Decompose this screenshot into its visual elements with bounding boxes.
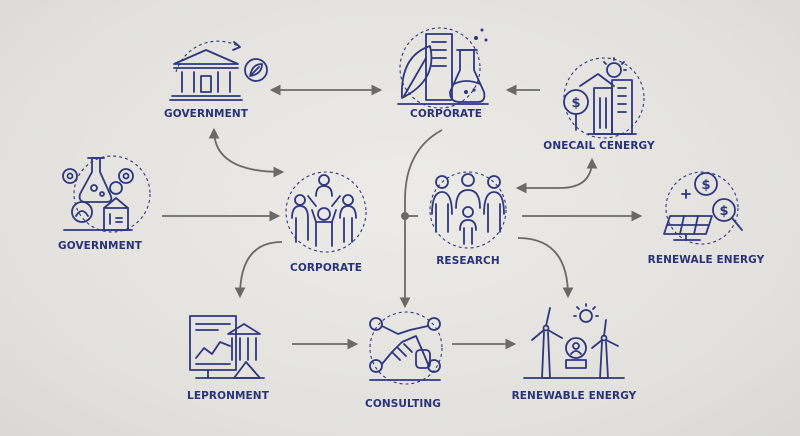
family-group-icon: [429, 171, 507, 249]
arrow-research-to-onecail: [515, 157, 598, 194]
connectors: [162, 84, 643, 350]
lab-research-icon: [62, 155, 151, 233]
label-government-top: GOVERNMENT: [163, 108, 249, 120]
svg-text:$: $: [571, 96, 580, 111]
team-people-icon: [285, 171, 367, 253]
arrow-corporate-mid-to-lepronment: [234, 241, 283, 299]
label-renewable-energy: RENEWABLE ENERGY: [511, 390, 637, 402]
handshake-icon: [369, 311, 443, 385]
solar-finance-icon: $ $: [663, 171, 743, 245]
label-research: RESEARCH: [436, 255, 500, 267]
label-government-left: GOVERNMENT: [57, 240, 143, 252]
label-corporate-mid: CORPORATE: [290, 262, 362, 274]
label-corporate-top: CORPORATE: [410, 108, 482, 120]
svg-text:$: $: [719, 204, 728, 219]
label-renewale-energy: RENEWALE ENERGY: [647, 254, 765, 266]
government-building-icon: [169, 40, 268, 101]
label-lepronment: LEPRONMENT: [187, 390, 269, 402]
arrow-corporate-to-consulting: [399, 129, 443, 309]
arrow-government-to-corporate-mid: [208, 127, 285, 178]
wind-turbine-icon: [523, 303, 625, 379]
label-onecail-cenergy: ONECAIL CENERGY: [543, 140, 655, 152]
report-building-icon: [189, 315, 265, 379]
label-consulting: CONSULTING: [365, 398, 441, 410]
arrow-research-to-renewable: [517, 237, 574, 299]
svg-text:$: $: [701, 178, 710, 193]
corporate-lab-icon: [397, 27, 489, 109]
energy-finance-icon: $: [563, 57, 645, 139]
